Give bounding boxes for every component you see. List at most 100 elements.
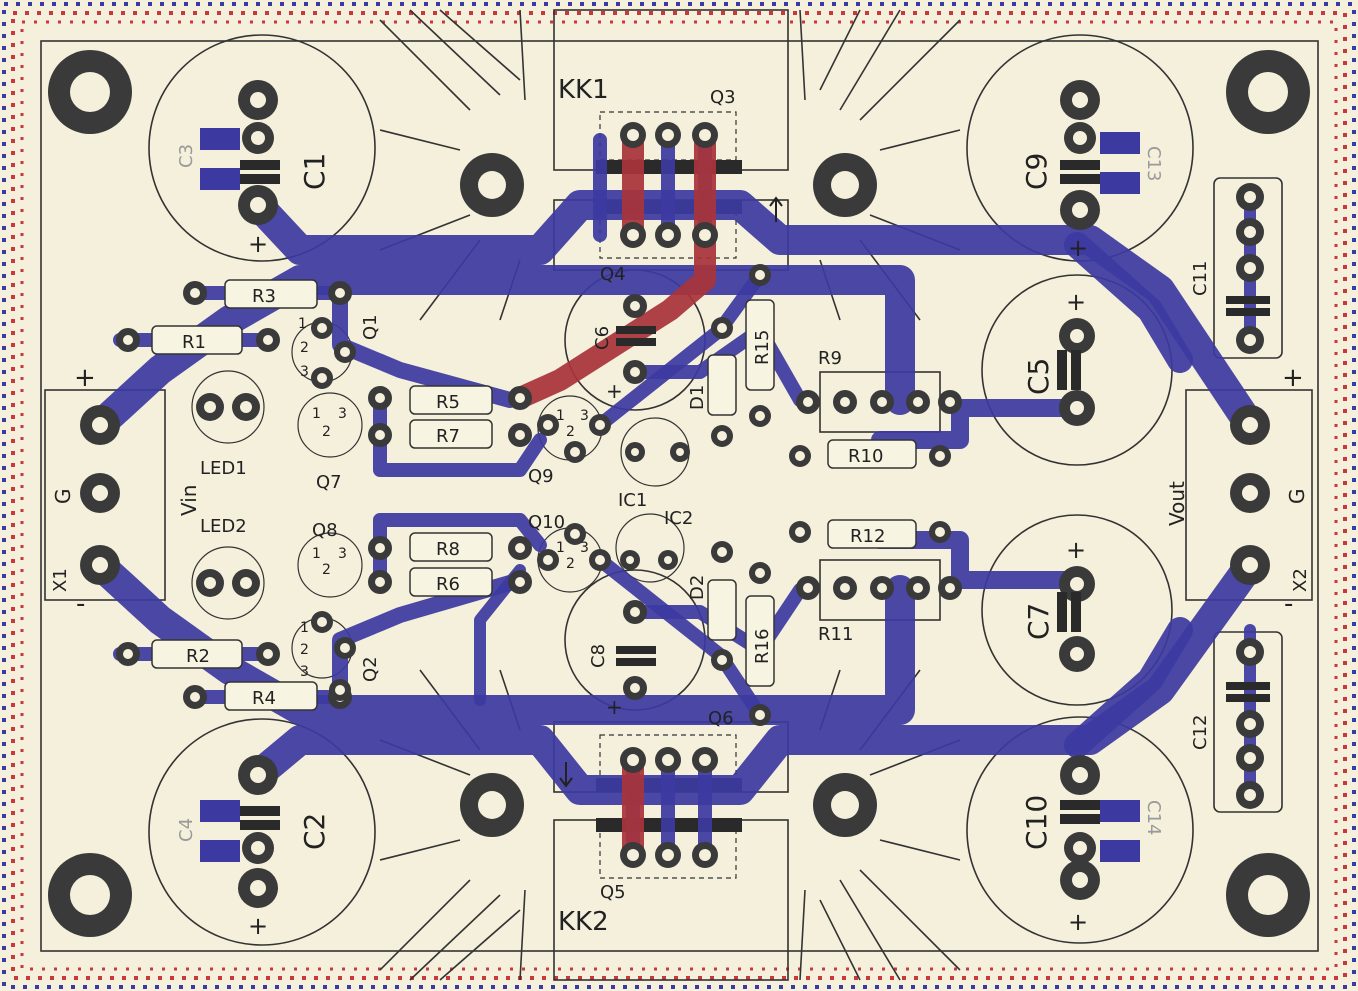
label-g-right: G bbox=[1285, 489, 1309, 505]
pad-r10-a-hole bbox=[795, 451, 805, 461]
pad-r9-c-hole bbox=[877, 397, 887, 407]
label-c9: C9 bbox=[1020, 153, 1053, 190]
pad-q5-2-hole bbox=[662, 849, 674, 861]
pad-r1-a-hole bbox=[123, 335, 133, 345]
label-r8: R8 bbox=[436, 539, 460, 560]
pad-ic2-b-hole bbox=[664, 556, 672, 564]
pad-c10-b-hole bbox=[1073, 841, 1087, 855]
label-c2: C2 bbox=[298, 813, 331, 850]
pad-q1-1-hole bbox=[317, 323, 327, 333]
mounting-holes bbox=[48, 50, 1310, 937]
pad-r10-b-hole bbox=[935, 451, 945, 461]
pad-c11-c-hole bbox=[1244, 262, 1256, 274]
pad-r11-a-hole bbox=[803, 583, 813, 593]
label-led1: LED1 bbox=[200, 458, 247, 479]
pad-c11-d-hole bbox=[1244, 334, 1256, 346]
label-q7: Q7 bbox=[316, 472, 342, 493]
label-r10: R10 bbox=[848, 446, 883, 467]
label-r9: R9 bbox=[818, 348, 842, 369]
pad-x1-plus-hole bbox=[92, 417, 108, 433]
label-r16: R16 bbox=[752, 629, 773, 664]
silkscreen-labels: KK1 KK2 Q3 Q4 Q5 Q6 Q1 Q2 Q7 Q8 Q9 Q10 R… bbox=[50, 75, 1311, 940]
label-c4: C4 bbox=[176, 818, 197, 842]
pad-r9-a-hole bbox=[803, 397, 813, 407]
pad-r16-b-hole bbox=[755, 710, 765, 720]
pad-x2-g-hole bbox=[1242, 485, 1258, 501]
label-c10-plus: + bbox=[1068, 908, 1088, 936]
label-r11: R11 bbox=[818, 624, 853, 645]
pad-d2-b-hole bbox=[717, 655, 727, 665]
pad-c8-b-hole bbox=[630, 683, 640, 693]
label-led2: LED2 bbox=[200, 516, 247, 537]
label-r2: R2 bbox=[186, 646, 210, 667]
pad-led1-b-hole bbox=[240, 401, 252, 413]
pad-c2-a-hole bbox=[250, 767, 266, 783]
label-d2: D2 bbox=[687, 575, 708, 600]
led1-outline bbox=[191, 370, 265, 444]
label-c5-plus: + bbox=[1066, 288, 1086, 316]
pad-c2-c-hole bbox=[250, 880, 266, 896]
pad-ic2-a-hole bbox=[626, 556, 634, 564]
label-c3: C3 bbox=[176, 144, 197, 168]
pad-ic1-a-hole bbox=[631, 448, 639, 456]
pad-c5-a-hole bbox=[1070, 329, 1084, 343]
label-x2-plus: + bbox=[1282, 363, 1304, 393]
pad-d1-b-hole bbox=[717, 431, 727, 441]
pad-r11-c-hole bbox=[877, 583, 887, 593]
label-q8-pin3: 3 bbox=[338, 546, 347, 562]
ic2-outline bbox=[615, 513, 685, 583]
label-g-left: G bbox=[51, 489, 75, 505]
label-r6: R6 bbox=[436, 574, 460, 595]
pad-c9-a-hole bbox=[1072, 92, 1088, 108]
label-q2: Q2 bbox=[360, 656, 381, 682]
pad-c7-b-hole bbox=[1070, 647, 1084, 661]
cap-symbols bbox=[200, 128, 1270, 862]
label-d1: D1 bbox=[687, 385, 708, 410]
label-c9-plus: + bbox=[1068, 234, 1088, 262]
pad-c11-b-hole bbox=[1244, 226, 1256, 238]
pad-c12-b-hole bbox=[1244, 718, 1256, 730]
pad-r3-a-hole bbox=[190, 288, 200, 298]
connector-x2-outline bbox=[1185, 389, 1313, 601]
label-c8: C8 bbox=[588, 644, 609, 668]
pad-c2-b-hole bbox=[251, 841, 265, 855]
cap-c2-outline bbox=[148, 718, 376, 946]
pad-r12-a-hole bbox=[795, 527, 805, 537]
q7-outline bbox=[297, 392, 363, 458]
pad-led1-a-hole bbox=[204, 401, 216, 413]
label-q10-pin1: 1 bbox=[556, 540, 565, 556]
label-q6: Q6 bbox=[708, 708, 734, 729]
label-r1: R1 bbox=[182, 332, 206, 353]
q8-outline bbox=[297, 532, 363, 598]
label-q10-pin2: 2 bbox=[566, 556, 575, 572]
q6-outline bbox=[599, 734, 737, 782]
pad-r11-d-hole bbox=[913, 583, 923, 593]
pad-c5-b-hole bbox=[1070, 401, 1084, 415]
label-c1-plus: + bbox=[248, 230, 268, 258]
bottom-copper-traces bbox=[85, 123, 1265, 862]
pad-q10-2-hole bbox=[570, 529, 580, 539]
label-q4: Q4 bbox=[600, 264, 626, 285]
label-q10: Q10 bbox=[528, 512, 565, 533]
cap-c11-outline bbox=[1213, 177, 1283, 359]
pad-r4-a-hole bbox=[190, 692, 200, 702]
pad-c12-d-hole bbox=[1244, 789, 1256, 801]
pad-x2-minus-hole bbox=[1242, 557, 1258, 573]
label-r4: R4 bbox=[252, 688, 276, 709]
label-c7-plus: + bbox=[1066, 536, 1086, 564]
pad-x1-g-hole bbox=[92, 485, 108, 501]
pad-q4-1-hole bbox=[627, 229, 639, 241]
pad-q1-2-hole bbox=[340, 347, 350, 357]
cap-c7-outline bbox=[981, 514, 1173, 706]
pad-c12-c-hole bbox=[1244, 752, 1256, 764]
label-q7-pin3: 3 bbox=[338, 406, 347, 422]
pad-c6-b-hole bbox=[630, 301, 640, 311]
pad-q5-3-hole bbox=[699, 849, 711, 861]
label-q9-pin2: 2 bbox=[566, 424, 575, 440]
pad-r15-a-hole bbox=[755, 270, 765, 280]
resistor-bodies bbox=[151, 279, 917, 711]
pad-q7-1-hole bbox=[375, 393, 385, 403]
label-c11: C11 bbox=[1190, 261, 1211, 296]
